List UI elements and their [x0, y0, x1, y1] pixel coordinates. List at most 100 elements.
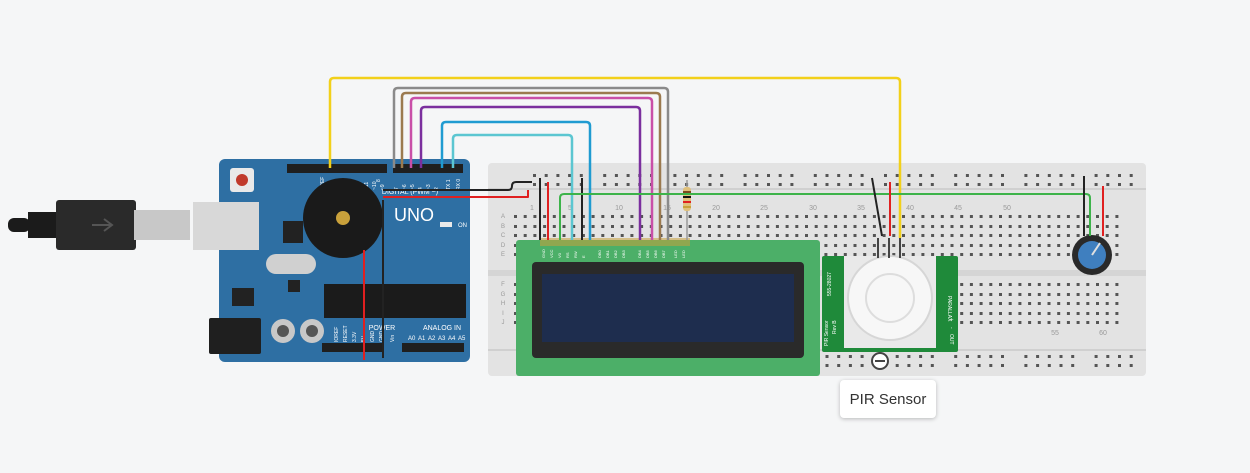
breadboard-hole: [1066, 244, 1070, 247]
breadboard-hole: [581, 225, 585, 228]
pin-a4: A4: [448, 336, 456, 342]
breadboard-hole: [814, 234, 818, 237]
breadboard-hole: [568, 183, 572, 186]
breadboard-hole: [853, 225, 857, 228]
breadboard-hole: [727, 234, 731, 237]
breadboard-hole: [834, 234, 838, 237]
breadboard-hole: [825, 355, 829, 358]
breadboard-column-numbers: 1 5 10 15 20 25 30 35 40 45 50 55 60: [530, 205, 1107, 337]
wire-light-blue: [451, 133, 574, 240]
breadboard-hole: [1106, 364, 1110, 367]
potentiometer[interactable]: [1072, 235, 1112, 275]
pir-pin-marker[interactable]: [871, 352, 889, 370]
breadboard-hole: [756, 215, 760, 218]
breadboard-hole: [1037, 321, 1041, 324]
breadboard-hole: [1059, 355, 1063, 358]
breadboard-hole: [979, 321, 983, 324]
breadboard-hole: [533, 234, 537, 237]
pin-7: 7: [394, 187, 400, 190]
breadboard-hole: [834, 225, 838, 228]
breadboard-hole: [872, 244, 876, 247]
breadboard-hole: [743, 183, 747, 186]
breadboard-hole: [1018, 215, 1022, 218]
reset-button[interactable]: [236, 174, 248, 186]
wire-purple: [419, 105, 642, 240]
pin-rx0: RX 0: [456, 179, 462, 190]
breadboard-hole: [872, 225, 876, 228]
breadboard-hole: [591, 234, 595, 237]
breadboard-hole: [1096, 312, 1099, 315]
breadboard-hole: [737, 225, 741, 228]
breadboard-hole: [1047, 293, 1051, 296]
breadboard-hole: [1047, 321, 1051, 324]
breadboard-hole: [960, 293, 964, 296]
breadboard-hole: [1028, 253, 1032, 256]
breadboard-hole: [940, 253, 944, 256]
breadboard-hole: [1071, 355, 1075, 358]
breadboard-hole: [1105, 302, 1109, 305]
piezo-buzzer[interactable]: [303, 178, 383, 258]
breadboard-hole: [954, 183, 958, 186]
breadboard-hole: [698, 215, 702, 218]
breadboard-hole: [1059, 364, 1063, 367]
breadboard-hole: [1066, 215, 1070, 218]
breadboard-hole: [843, 225, 847, 228]
breadboard-hole: [708, 174, 712, 177]
breadboard-hole: [591, 215, 595, 218]
breadboard-hole: [979, 215, 983, 218]
arduino-uno[interactable]: [193, 159, 470, 362]
breadboard-hole: [1096, 302, 1099, 305]
breadboard-hole: [979, 234, 983, 237]
breadboard-hole: [1001, 364, 1004, 367]
breadboard-hole: [834, 244, 838, 247]
breadboard-hole: [1018, 225, 1022, 228]
bb-row-j: J: [502, 320, 505, 326]
breadboard-hole: [572, 225, 576, 228]
bb-col-55: 55: [1051, 330, 1059, 337]
breadboard-hole: [579, 174, 583, 177]
breadboard-hole: [814, 215, 818, 218]
breadboard-hole: [1047, 225, 1051, 228]
breadboard-hole: [895, 183, 899, 186]
breadboard-hole: [1115, 244, 1119, 247]
breadboard-hole: [1106, 355, 1110, 358]
pir-brand: PARALLAX: [946, 296, 952, 322]
bb-col-25: 25: [760, 205, 768, 212]
breadboard-hole: [795, 215, 799, 218]
breadboard-hole: [1076, 293, 1080, 296]
breadboard-hole: [533, 225, 537, 228]
breadboard-hole: [999, 244, 1002, 247]
breadboard-hole: [969, 244, 973, 247]
pir-sensor[interactable]: [822, 238, 958, 352]
breadboard-hole: [1008, 253, 1012, 256]
breadboard-hole: [1001, 355, 1004, 358]
breadboard-hole: [1057, 283, 1061, 286]
breadboard-hole: [1066, 283, 1070, 286]
analog-in-label: ANALOG IN: [423, 325, 461, 332]
breadboard-hole: [969, 293, 973, 296]
pir-pin-labels: + - OUT: [948, 318, 954, 345]
breadboard-hole: [1047, 312, 1051, 315]
lcd-16x2[interactable]: [516, 240, 820, 376]
breadboard-hole: [954, 174, 958, 177]
breadboard-hole: [843, 215, 847, 218]
breadboard-hole: [544, 174, 548, 177]
breadboard-hole: [1076, 312, 1080, 315]
breadboard-hole: [1105, 215, 1109, 218]
breadboard-hole: [708, 183, 712, 186]
breadboard-hole: [1086, 302, 1090, 305]
breadboard-hole: [1036, 174, 1040, 177]
breadboard-hole: [698, 225, 702, 228]
breadboard-hole: [825, 364, 829, 367]
breadboard-hole: [1106, 183, 1110, 186]
breadboard-hole: [1047, 183, 1051, 186]
breadboard-hole: [1115, 302, 1119, 305]
breadboard-hole: [1047, 215, 1051, 218]
breadboard-hole: [960, 244, 964, 247]
breadboard-hole: [746, 225, 750, 228]
bb-row-a: A: [501, 214, 505, 220]
breadboard-hole: [1001, 183, 1004, 186]
bb-row-e: E: [501, 252, 505, 258]
breadboard-hole: [907, 183, 911, 186]
breadboard-hole: [892, 215, 896, 218]
